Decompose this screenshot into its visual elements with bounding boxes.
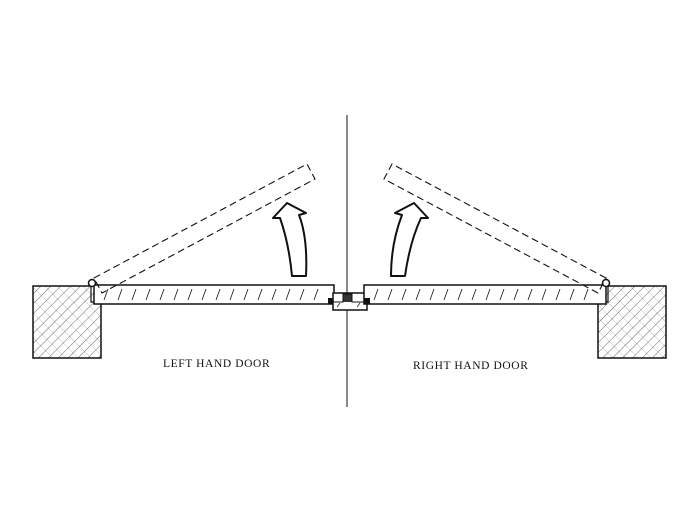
left-door-slab bbox=[93, 284, 335, 305]
right-swing-arrow-icon bbox=[390, 202, 429, 277]
right-hand-door-group bbox=[363, 163, 667, 359]
left-door-open-outline bbox=[93, 163, 316, 294]
left-swing-arrow-icon bbox=[272, 202, 308, 277]
left-hand-door-group bbox=[32, 163, 335, 359]
right-hand-door-label: RIGHT HAND DOOR bbox=[413, 360, 528, 372]
left-hand-door-label: LEFT HAND DOOR bbox=[163, 358, 270, 370]
center-stop bbox=[332, 292, 368, 311]
right-hinge bbox=[601, 278, 611, 288]
right-door-open-outline bbox=[383, 163, 607, 294]
right-door-slab bbox=[363, 284, 607, 305]
left-hinge bbox=[87, 278, 97, 288]
